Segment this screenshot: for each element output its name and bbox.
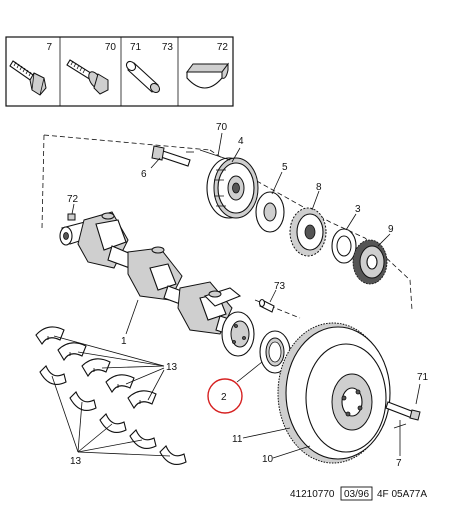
footer-date-code: 03/96	[344, 489, 369, 500]
woodruff-key-icon	[186, 62, 229, 89]
footer-drawing-code: 4F 05A77A	[377, 489, 427, 500]
callout-5: 5	[282, 162, 288, 173]
bolt-hex-icon	[9, 60, 47, 96]
callout-1: 1	[121, 336, 127, 347]
flywheel-bolt	[385, 401, 421, 456]
pulley-hub	[255, 191, 285, 233]
callout-11: 11	[232, 434, 243, 445]
bolt-flange-icon	[66, 59, 109, 95]
callout-2: 2	[221, 392, 227, 403]
legend-label-70: 70	[105, 42, 117, 53]
woodruff-key	[67, 213, 76, 221]
highlight-circle	[207, 378, 243, 414]
flywheel	[277, 322, 391, 464]
callout-8: 8	[316, 182, 322, 193]
legend-label-73: 73	[162, 42, 174, 53]
leader-lines	[51, 132, 421, 459]
callout-13-upper: 13	[166, 362, 178, 373]
legend-box: 7 70 71 73 72	[5, 36, 234, 107]
callouts: 70 4 6 5 8 72 3 9 73 1 13 2 71 11 13 10 …	[67, 122, 429, 469]
crankshaft	[59, 211, 255, 357]
bearing-shells	[35, 326, 187, 465]
legend-label-7: 7	[46, 42, 52, 53]
spacer-ring	[331, 228, 357, 264]
callout-13-lower: 13	[70, 456, 82, 467]
footer-date-box	[340, 486, 373, 501]
crankshaft-seal	[259, 330, 291, 374]
legend-label-72: 72	[217, 42, 229, 53]
oil-pump-sprocket	[352, 239, 388, 285]
timing-sprocket	[289, 207, 327, 257]
callout-70: 70	[216, 122, 228, 133]
callout-10: 10	[262, 454, 274, 465]
dowel-pin-73	[258, 298, 275, 313]
footer-ref-number: 41210770	[290, 489, 335, 500]
footer: 41210770 03/96 4F 05A77A	[290, 486, 427, 501]
pulley-bolt	[151, 145, 191, 167]
legend-label-71: 71	[130, 42, 142, 53]
crankshaft-pulley	[206, 157, 259, 219]
callout-7: 7	[396, 458, 402, 469]
callout-4: 4	[238, 136, 244, 147]
callout-71: 71	[417, 372, 429, 383]
callout-3: 3	[355, 204, 361, 215]
callout-73: 73	[274, 281, 286, 292]
dowel-pin-icon	[125, 60, 161, 94]
callout-72: 72	[67, 194, 79, 205]
callout-6: 6	[141, 169, 147, 180]
callout-9: 9	[388, 224, 394, 235]
